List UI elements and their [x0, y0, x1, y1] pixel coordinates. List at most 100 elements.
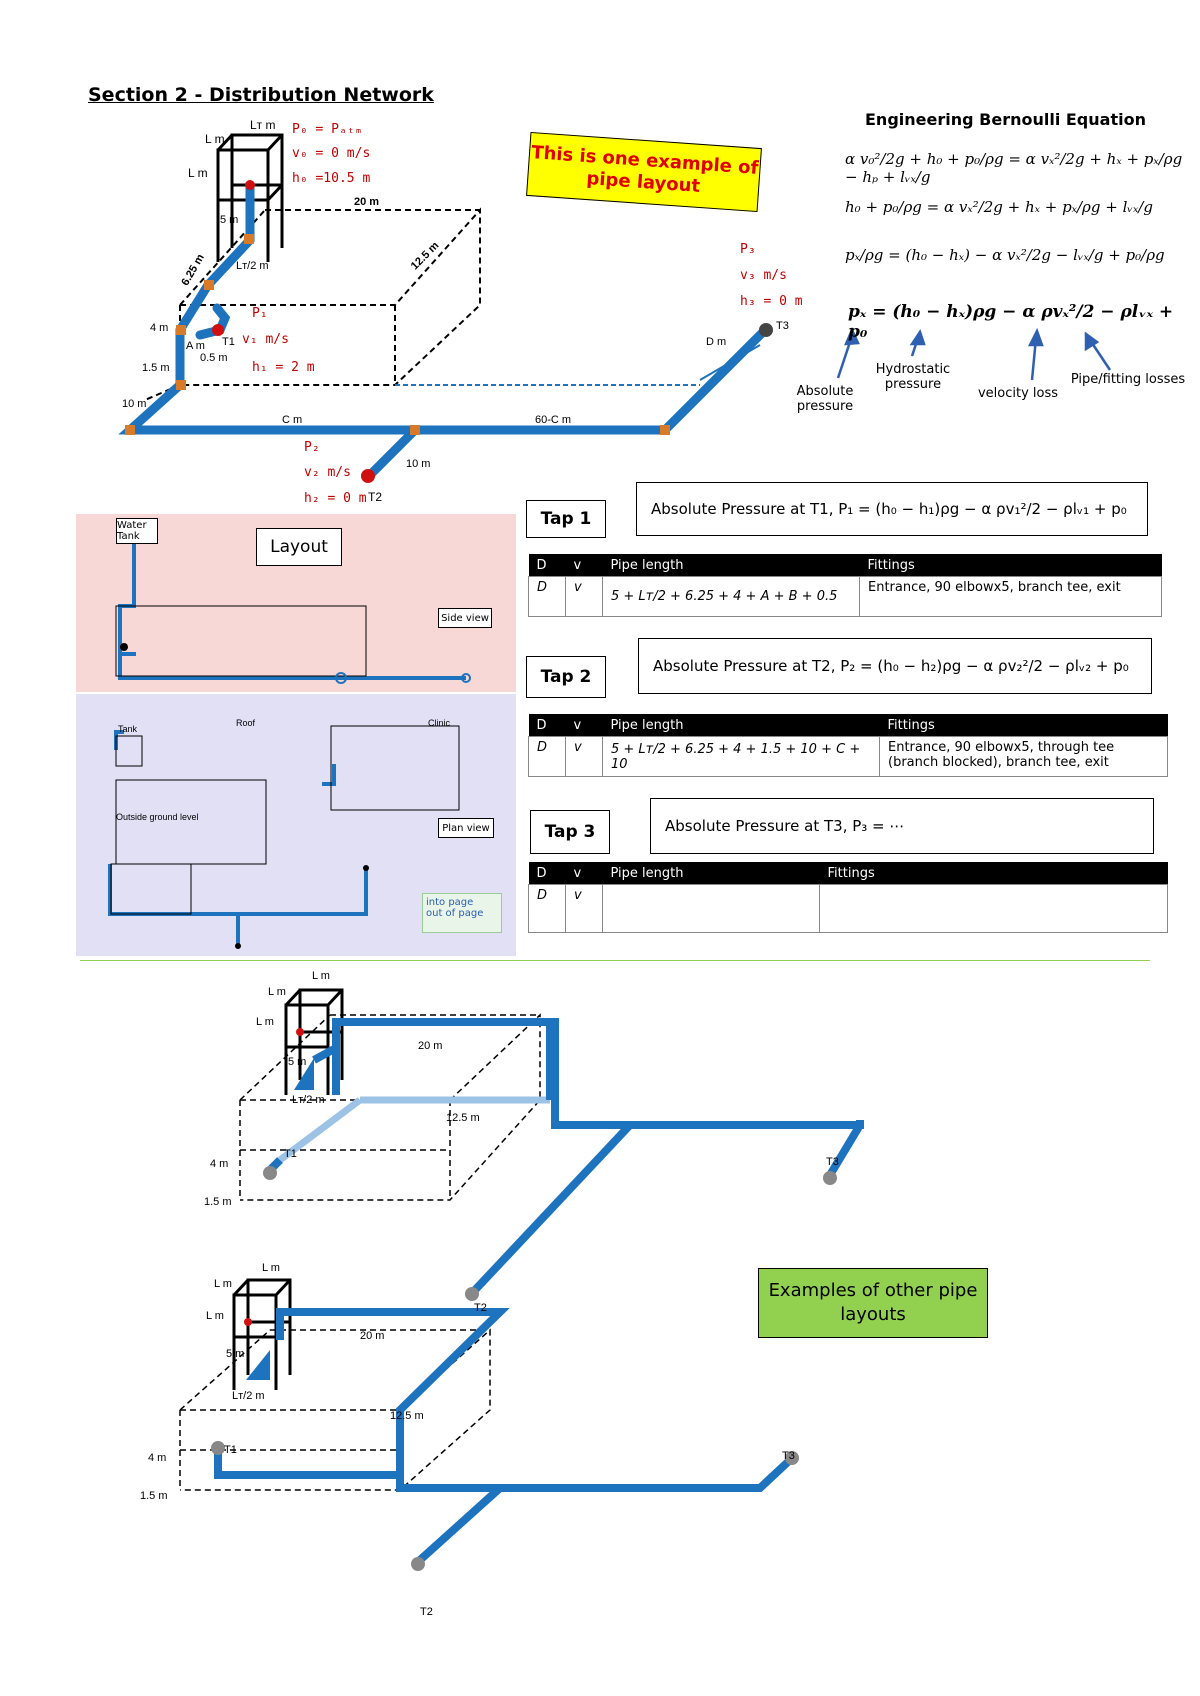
tap1-formula: Absolute Pressure at T1, P₁ = (h₀ − h₁)ρ…: [636, 482, 1148, 536]
label-5m: 5 m: [220, 214, 239, 226]
example-diagrams: [179, 988, 864, 1571]
ex2-12-5m: 12.5 m: [390, 1410, 424, 1422]
label-h3: h₃ = 0 m: [740, 294, 803, 309]
label-lm2: L m: [188, 166, 208, 180]
th: Fittings: [819, 862, 1168, 885]
pipe-network: [118, 180, 770, 480]
label-lt: Lᴛ m: [250, 118, 276, 132]
td: v: [565, 884, 603, 933]
tap3-label: Tap 3: [530, 810, 610, 854]
ex2-20m: 20 m: [360, 1330, 385, 1342]
tap3-formula: Absolute Pressure at T3, P₃ = ⋯: [650, 798, 1154, 854]
annotation-pipe-loss: Pipe/fitting losses: [1070, 372, 1186, 387]
th: v: [565, 714, 603, 737]
layout-sketch: [108, 544, 471, 949]
ex2-5m: 5 m: [226, 1348, 245, 1360]
plan-view-label: Plan view: [438, 818, 494, 838]
tank-label: Tank: [118, 724, 138, 734]
ex2-t2: T2: [420, 1606, 433, 1618]
ex2-4m: 4 m: [148, 1452, 167, 1464]
top-pipe-diagram: [118, 133, 1112, 483]
tap-t3-dot: [759, 323, 773, 337]
td: v: [565, 576, 603, 617]
ex1-t3: T3: [826, 1156, 839, 1168]
ex2-t1: T1: [224, 1444, 237, 1456]
th: v: [565, 554, 603, 577]
th: D: [528, 554, 566, 577]
ex1-4m: 4 m: [210, 1158, 229, 1170]
pipe-elbows: [125, 234, 670, 435]
label-p1: P₁: [252, 306, 268, 321]
ex1-12-5m: 12.5 m: [446, 1112, 480, 1124]
th: Pipe length: [602, 554, 860, 577]
label-v3: v₃ m/s: [740, 268, 787, 283]
label-p3: P₃: [740, 242, 756, 257]
label-h1: h₁ = 2 m: [252, 360, 315, 375]
annotation-absolute: Absolute pressure: [796, 384, 854, 414]
label-t1: T1: [222, 336, 235, 348]
label-am: A m: [186, 340, 205, 352]
label-v2: v₂ m/s: [304, 465, 351, 480]
label-v1: v₁ m/s: [242, 332, 289, 347]
th: Pipe length: [602, 714, 880, 737]
bernoulli-title: Engineering Bernoulli Equation: [865, 110, 1146, 129]
clinic-label: Clinic: [428, 718, 451, 728]
label-t2: T2: [368, 490, 383, 504]
td: D: [528, 576, 566, 617]
label-p2: P₂: [304, 440, 320, 455]
td: [602, 884, 820, 933]
label-0-5m: 0.5 m: [200, 352, 228, 364]
td: D: [528, 736, 566, 777]
td: 5 + Lᴛ/2 + 6.25 + 4 + A + B + 0.5: [602, 576, 860, 617]
label-cm: C m: [282, 414, 303, 426]
ex2-lm: L m: [214, 1278, 232, 1290]
label-4m: 4 m: [150, 322, 169, 334]
td: Entrance, 90 elbowx5, through tee (branc…: [879, 736, 1168, 777]
ex2-lm2: L m: [206, 1310, 224, 1322]
annotation-velocity: velocity loss: [977, 386, 1059, 401]
ex1-5m: 5 m: [288, 1056, 307, 1068]
ex1-lm-top: L m: [312, 970, 330, 982]
td: Entrance, 90 elbowx5, branch tee, exit: [859, 576, 1162, 617]
th: D: [528, 714, 566, 737]
ex1-t2: T2: [474, 1302, 487, 1314]
ex2-lm-top: L m: [262, 1262, 280, 1274]
tap-t2-dot: [361, 469, 375, 483]
tank-outlet-dot: [245, 180, 255, 190]
divider: [80, 960, 1150, 961]
td: v: [565, 736, 603, 777]
label-60-cm: 60-C m: [535, 414, 572, 426]
tap1-label: Tap 1: [526, 500, 606, 538]
td: D: [528, 884, 566, 933]
ex1-lm: L m: [268, 986, 286, 998]
bernoulli-arrows: [836, 326, 1112, 381]
side-view-label: Side view: [438, 608, 492, 628]
th: v: [565, 862, 603, 885]
label-1-5m: 1.5 m: [142, 362, 170, 374]
outside-ground-label: Outside ground level: [116, 812, 199, 822]
legend-into-page: into page: [426, 897, 474, 908]
bernoulli-eq3: pₓ/ρg = (h₀ − hₓ) − α vₓ²/2g − lᵥₓ/g + p…: [845, 246, 1165, 264]
bernoulli-eq1: α v₀²/2g + h₀ + p₀/ρg = α vₓ²/2g + hₓ + …: [845, 150, 1183, 186]
label-h2: h₂ = 0 m: [304, 491, 367, 506]
label-10m-a: 10 m: [122, 398, 147, 410]
label-20m: 20 m: [354, 196, 380, 208]
td: 5 + Lᴛ/2 + 6.25 + 4 + 1.5 + 10 + C + 10: [602, 736, 880, 777]
ex2-lt2: Lᴛ/2 m: [232, 1390, 265, 1402]
roof-label: Roof: [236, 718, 256, 728]
ex1-20m: 20 m: [418, 1040, 443, 1052]
annotation-hydrostatic: Hydrostatic pressure: [875, 362, 951, 392]
label-t3: T3: [776, 320, 789, 332]
td: [819, 884, 1168, 933]
ex2-1-5m: 1.5 m: [140, 1490, 168, 1502]
examples-note: Examples of other pipe layouts: [758, 1268, 988, 1338]
th: D: [528, 862, 566, 885]
ex1-lm2: L m: [256, 1016, 274, 1028]
ex1-1-5m: 1.5 m: [204, 1196, 232, 1208]
legend-box: into page out of page: [422, 893, 502, 933]
tap2-label: Tap 2: [526, 656, 606, 698]
bernoulli-eq4: pₓ = (h₀ − hₓ)ρg − α ρvₓ²/2 − ρlᵥₓ + p₀: [848, 302, 1174, 342]
